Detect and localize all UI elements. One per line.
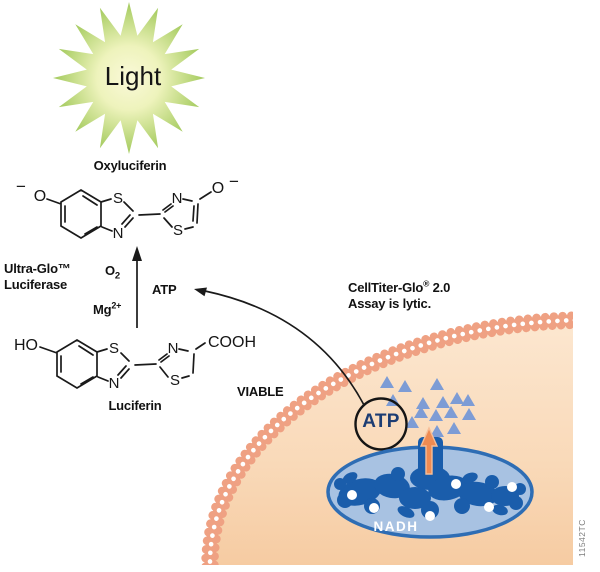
luc-n2-atom: N (168, 340, 179, 357)
assay-note-line2: Assay is lytic. (348, 296, 431, 311)
luc-n1-atom: N (109, 375, 120, 392)
oxyluciferin-label: Oxyluciferin (93, 158, 167, 173)
enzyme-line1: Ultra-Glo™ (4, 261, 71, 276)
membrane-dots (207, 318, 573, 565)
assay-brand: CellTiter-Glo (348, 280, 424, 295)
oxy-n2-atom: N (172, 190, 183, 207)
mitochondria (326, 426, 534, 539)
mito-cristae (334, 437, 526, 519)
nadh-label: NADH (373, 519, 419, 534)
magnesium-label: Mg2+ (93, 300, 122, 317)
oxygen-subscript: 2 (114, 270, 121, 282)
atp-badge-label: ATP (362, 411, 400, 432)
atp-label: ATP (152, 282, 177, 297)
reaction-arrow (132, 246, 142, 328)
luciferin-bonds (39, 339, 206, 389)
luc-carboxyl: COOH (208, 334, 256, 351)
oxyluciferin-bonds (46, 189, 212, 239)
membrane-beads-outer (201, 311, 573, 565)
luc-hydroxyl: HO (14, 337, 38, 354)
oxy-s2-atom: S (173, 222, 183, 239)
enzyme-label: Ultra-Glo™ Luciferase (4, 261, 71, 293)
enzyme-line2: Luciferase (4, 277, 68, 292)
magnesium-superscript: 2+ (111, 300, 122, 311)
atp-export-arrow (419, 426, 439, 475)
mito-granules (347, 479, 517, 521)
membrane-beads-inner (210, 320, 573, 565)
luciferin-label: Luciferin (108, 398, 162, 413)
luc-s2-atom: S (170, 372, 180, 389)
oxy-o-left-atom: O (34, 188, 46, 205)
viable-label: VIABLE (237, 384, 284, 399)
atp-release-arrow (194, 287, 365, 406)
oxy-charge-left: − (16, 177, 26, 196)
light-starburst (53, 2, 205, 154)
luc-s1-atom: S (109, 340, 119, 357)
oxy-n1-atom: N (113, 225, 124, 242)
oxyluciferin-structure: − O S N N S O − (16, 172, 239, 242)
atp-circle (354, 397, 408, 451)
assay-version: 2.0 (429, 280, 451, 295)
figure-id: 11542TC (577, 519, 587, 557)
oxy-charge-right: − (229, 172, 239, 191)
registered-mark: ® (423, 278, 430, 289)
oxy-o-right-atom: O (212, 180, 224, 197)
luciferin-structure: HO S N N S COOH (14, 334, 256, 392)
oxy-s1-atom: S (113, 190, 123, 207)
assay-note: CellTiter-Glo® 2.0 Assay is lytic. (348, 278, 451, 312)
light-label: Light (104, 61, 162, 91)
oxygen-label: O2 (105, 263, 121, 282)
